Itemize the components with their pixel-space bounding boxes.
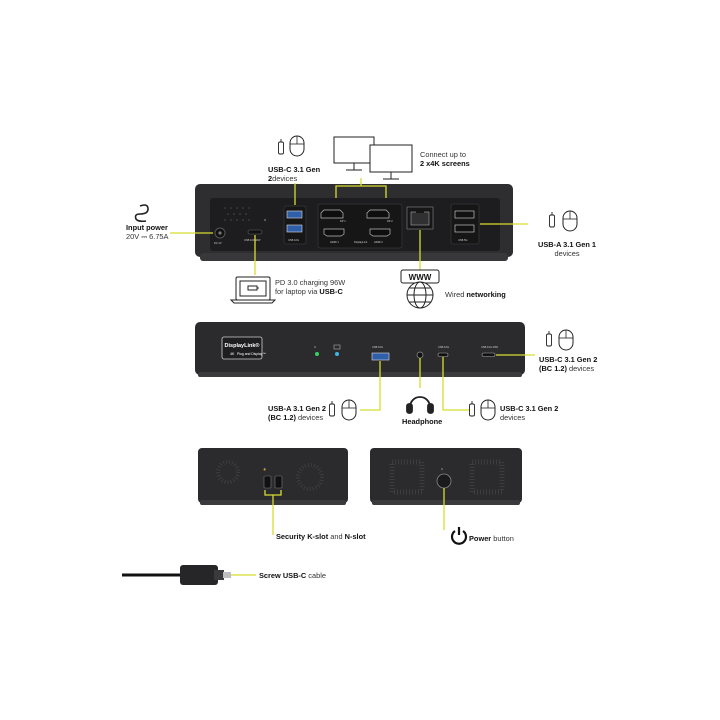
headphone-icon — [406, 396, 434, 414]
brand-name: DisplayLink® — [225, 342, 260, 349]
usb-a-port-1 — [286, 210, 303, 219]
k-slot — [263, 475, 272, 489]
svg-text:⏻: ⏻ — [441, 468, 443, 471]
callout-lines-front — [360, 354, 535, 411]
mouse-icon-front-left — [341, 399, 357, 421]
laptop-icon — [229, 276, 277, 304]
mouse-icon-front-right — [558, 329, 574, 351]
usb-plug-icon-top — [278, 138, 284, 155]
mouse-icon-right — [562, 210, 578, 232]
label-usba-front: USB-A 3.1 Gen 2(BC 1.2) devices — [268, 404, 327, 422]
usb-plug-icon-front-bottom — [469, 400, 475, 417]
mouse-icon-top — [289, 135, 305, 157]
label-power: Power button — [469, 534, 514, 543]
hdmi2-port — [369, 228, 391, 237]
usb-c-front-1 — [437, 352, 449, 357]
status-led-blue — [335, 352, 339, 356]
dp2-port — [366, 209, 390, 219]
svg-text:USB 5G: USB 5G — [458, 238, 468, 242]
svg-text:USB 10G: USB 10G — [288, 238, 299, 242]
www-globe-icon — [400, 269, 440, 309]
callout-lines-side — [264, 488, 445, 535]
usb-a-rear-1 — [454, 210, 475, 219]
svg-text:DP 2: DP 2 — [387, 219, 393, 223]
svg-text:⏻: ⏻ — [314, 346, 316, 349]
brand-sub2: Plug and Display™ — [237, 352, 266, 356]
svg-text:🔒: 🔒 — [263, 467, 266, 471]
power-button-hw — [436, 473, 452, 489]
usb-plug-icon-right — [549, 211, 555, 228]
n-slot — [274, 475, 283, 489]
dp1-port — [320, 209, 344, 219]
cable-icon — [122, 565, 231, 585]
usb-plug-icon-front-left — [329, 400, 335, 417]
status-led-green — [315, 352, 319, 356]
callout-lines-back — [170, 178, 528, 275]
hdmi1-port — [323, 228, 345, 237]
mouse-icon-front-bottom — [480, 399, 496, 421]
usb-c-host-port — [247, 229, 263, 235]
power-icon — [450, 527, 468, 545]
label-cable: Screw USB-C cable — [259, 571, 326, 580]
dock-front-view: DisplayLink® 4K Plug and Display™ ⏻ USB … — [195, 322, 525, 377]
svg-text:DC 2V: DC 2V — [214, 241, 222, 245]
svg-text:HDMI 1: HDMI 1 — [330, 240, 339, 244]
svg-text:USB 10G: USB 10G — [438, 345, 449, 349]
displaylink-badge — [221, 336, 263, 360]
brand-sub: 4K — [230, 352, 235, 356]
svg-text:DisplayLink: DisplayLink — [354, 240, 368, 244]
label-usbc-front: USB-C 3.1 Gen 2(BC 1.2) devices — [539, 355, 598, 373]
power-cord-icon — [134, 204, 149, 223]
svg-text:HDMI 2: HDMI 2 — [374, 240, 383, 244]
usb-plug-icon-front-right — [546, 330, 552, 347]
svg-text:USB 10G: USB 10G — [372, 345, 383, 349]
ethernet-port — [410, 211, 430, 226]
label-security: Security K-slot and N-slot — [276, 532, 366, 541]
www-text: WWW — [409, 273, 432, 282]
usb-c-front-2 — [481, 352, 496, 357]
label-headphone: Headphone — [402, 417, 443, 426]
headphone-jack — [416, 351, 424, 359]
usb-a-rear-2 — [454, 224, 475, 233]
svg-text:USB 100 96W: USB 100 96W — [244, 238, 261, 242]
label-wired: Wired networking — [445, 290, 506, 299]
usb-a-front-port — [371, 352, 390, 361]
monitor-icon — [333, 136, 413, 180]
dock-side-right: ⏻ — [370, 448, 522, 505]
usb-a-port-2 — [286, 224, 303, 233]
svg-text:USB 10G 20W: USB 10G 20W — [481, 345, 499, 349]
dock-back-view: DC 2V USB 100 96W USB 10G DP 1 DP 2 HDMI… — [195, 184, 513, 261]
svg-text:DP 1: DP 1 — [340, 219, 346, 223]
